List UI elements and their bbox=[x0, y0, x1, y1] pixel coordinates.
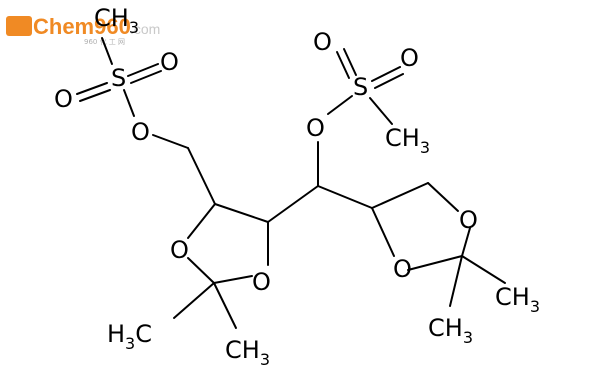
atom-o-s-left-left: O bbox=[54, 85, 73, 113]
bond-s-o-top-b bbox=[343, 48, 357, 76]
bond-c4b-o3b bbox=[371, 207, 395, 257]
bond-c5-cmid bbox=[267, 185, 319, 223]
bond-o3b-c2b bbox=[407, 255, 463, 271]
bond-c2-ch3-left bbox=[173, 282, 215, 319]
bond-s-o-ester bbox=[123, 89, 135, 117]
bond-s-o-left-b bbox=[79, 89, 111, 102]
logo-tagline: 960 化 工 网 bbox=[84, 37, 125, 46]
atom-o-s-left-right: O bbox=[160, 48, 179, 76]
bonds bbox=[76, 37, 506, 329]
atom-o-s-mid-right: O bbox=[400, 44, 419, 72]
bond-c4b-c5b bbox=[371, 182, 429, 209]
atom-labels: CH3 S O O O O S O O CH3 O O H3C CH3 O O … bbox=[54, 4, 540, 369]
bond-o-s-mid bbox=[327, 95, 353, 115]
atom-ch3-mid: CH3 bbox=[385, 124, 430, 157]
bond-s-o-right-mid-b bbox=[374, 73, 404, 89]
bond-c5b-o1b bbox=[427, 182, 459, 212]
atom-ch3-top-left: CH3 bbox=[94, 4, 139, 37]
chem960-logo: Chem960 .com 960 化 工 网 bbox=[6, 14, 160, 46]
atom-o-ring2-b: O bbox=[393, 255, 412, 283]
logo-c-block bbox=[6, 16, 32, 36]
atom-o-ring1-a: O bbox=[170, 236, 189, 264]
atom-ch3-ring1-left: H3C bbox=[107, 320, 152, 353]
logo-domain: .com bbox=[130, 21, 160, 37]
logo-text: Chem960 bbox=[33, 14, 131, 39]
bond-c2b-ch3-b bbox=[449, 255, 463, 307]
atom-s-mid: S bbox=[353, 73, 368, 101]
bond-s-ch3-mid bbox=[369, 97, 393, 125]
bond-s-o-right-b bbox=[130, 70, 162, 84]
bond-ch2-c4 bbox=[187, 147, 216, 205]
atom-ch3-ring2-b: CH3 bbox=[428, 314, 473, 347]
atom-o-ring2-a: O bbox=[459, 206, 478, 234]
atom-s-left: S bbox=[111, 64, 126, 92]
bond-o3-c2 bbox=[213, 275, 253, 284]
bond-s-o-top-a bbox=[336, 51, 350, 79]
bond-o1b-c2b bbox=[461, 227, 471, 257]
bond-s-o-left-a bbox=[76, 82, 108, 95]
atom-o-ester-left: O bbox=[131, 118, 150, 146]
bond-c4-c5 bbox=[214, 203, 269, 223]
atom-ch3-ring1-right: CH3 bbox=[225, 336, 270, 369]
atom-ch3-ring2-a: CH3 bbox=[495, 283, 540, 316]
atom-o-ester-mid: O bbox=[306, 114, 325, 142]
bond-o1-c2 bbox=[187, 257, 215, 284]
atom-o-ring1-b: O bbox=[252, 268, 271, 296]
bond-s-o-right-mid-a bbox=[371, 66, 401, 82]
bond-c2-ch3-right bbox=[213, 282, 237, 329]
atom-o-s-mid-left: O bbox=[313, 28, 332, 56]
bond-cmid-c4b bbox=[317, 185, 373, 209]
bond-c4-o1 bbox=[187, 203, 216, 239]
bond-o-ch2 bbox=[152, 134, 189, 149]
bond-c2b-ch3-a bbox=[461, 255, 506, 284]
bond-ch3-s-left bbox=[101, 37, 113, 65]
bond-s-o-right-a bbox=[127, 63, 159, 77]
